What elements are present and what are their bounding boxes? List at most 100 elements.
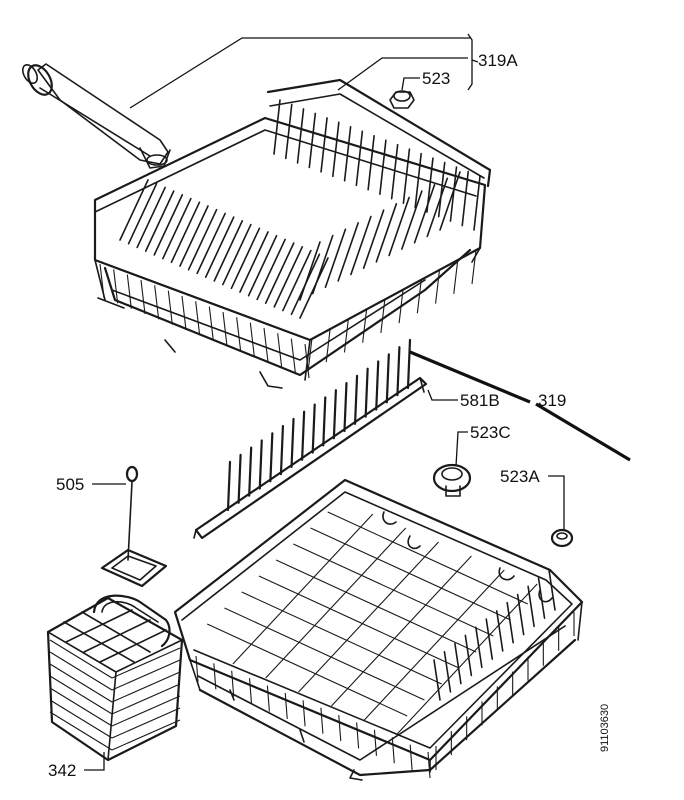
upper-tine-wire <box>375 203 398 263</box>
leader-lines <box>84 33 631 771</box>
basket-rib <box>49 711 113 751</box>
upper-side-wire <box>307 337 313 373</box>
upper-side-wire <box>416 279 422 314</box>
lower-tine <box>454 642 462 685</box>
lower-tine <box>506 601 514 644</box>
lower-side-wire <box>266 685 270 712</box>
lower-basket-cross-wires <box>206 511 538 735</box>
lower-side-wire <box>320 707 324 734</box>
upper-rear-tine <box>308 112 317 169</box>
upper-tine-wire <box>222 223 252 286</box>
lower-cross-wire <box>298 541 439 693</box>
upper-tine-wire <box>170 201 201 264</box>
upper-tine-wire <box>196 212 226 275</box>
basket-rib <box>111 707 181 739</box>
upper-side-wire <box>471 249 477 285</box>
upper-side-wire <box>343 318 349 353</box>
upper-side-wire <box>99 263 105 299</box>
upper-basket <box>93 78 492 389</box>
wheel-523c-part <box>432 463 472 497</box>
upper-side-wire <box>453 259 459 294</box>
upper-rear-tine <box>332 121 340 178</box>
cutlery-basket-342-part <box>46 594 184 762</box>
upper-rear-tine <box>343 126 352 182</box>
upper-rear-tine <box>437 161 446 218</box>
upper-tine-wire <box>273 246 304 308</box>
upper-rear-tine <box>296 108 305 164</box>
rack-tine <box>301 410 306 461</box>
basket-rib <box>49 687 113 727</box>
lower-tine <box>475 626 483 669</box>
upper-side-wire <box>263 327 269 363</box>
upper-side-wire <box>362 308 368 343</box>
lower-cross-wire <box>241 591 442 685</box>
basket-rib <box>111 671 181 703</box>
upper-tine-wire <box>350 215 372 276</box>
upper-rear-tine <box>273 99 281 155</box>
basket-rib <box>111 683 181 715</box>
rack-tine <box>406 338 412 390</box>
lower-side-wire <box>391 737 395 764</box>
plate-rack-tines <box>226 338 412 512</box>
rack-tine <box>385 353 390 404</box>
rack-tine <box>353 374 359 425</box>
upper-tine-wire <box>299 241 321 301</box>
upper-tine-wire <box>362 209 385 269</box>
upper-rear-tine <box>414 152 422 209</box>
upper-side-wire <box>325 328 331 363</box>
upper-side-wire <box>380 298 386 333</box>
upper-tine-wire <box>388 196 410 257</box>
upper-side-wire <box>222 311 228 347</box>
rack-tine <box>269 432 274 483</box>
lower-tine <box>527 585 535 628</box>
rack-tine <box>343 381 348 433</box>
spray-arm-part <box>21 63 171 169</box>
lower-side-wire <box>284 692 288 719</box>
lower-side-wire <box>409 744 413 771</box>
upper-side-wire <box>277 333 283 368</box>
lower-cross-wire <box>224 607 425 701</box>
rack-tine <box>375 360 380 411</box>
wheel-523-part <box>389 90 415 109</box>
lower-side-wire <box>213 663 217 690</box>
upper-rear-tine <box>473 175 481 231</box>
upper-tine-wire <box>162 197 192 260</box>
lower-tine <box>485 618 494 660</box>
lower-cross-wire <box>363 569 505 721</box>
lower-basket-side-wires <box>195 612 575 779</box>
basket-rib <box>49 639 113 679</box>
cutlery-clip-505-part <box>100 465 168 588</box>
upper-basket-rear-tines <box>273 99 481 231</box>
basket-rib <box>49 663 113 703</box>
upper-tine-wire <box>264 242 295 304</box>
rack-tine <box>332 389 337 440</box>
upper-rear-tine <box>320 117 328 173</box>
lower-side-wire <box>302 700 306 727</box>
upper-rear-tine <box>449 166 458 222</box>
upper-tine-wire <box>247 234 278 297</box>
lower-tine <box>537 577 546 619</box>
lower-cross-wire <box>265 527 407 679</box>
upper-rear-tine <box>284 103 293 160</box>
rack-tine <box>364 367 369 418</box>
lower-side-wire <box>338 715 342 742</box>
upper-side-wire <box>304 343 310 379</box>
upper-side-wire <box>435 269 441 304</box>
upper-side-wire <box>195 301 201 336</box>
upper-tine-wire <box>179 205 209 267</box>
drawing-number: 91103630 <box>599 704 611 752</box>
basket-rib <box>49 651 113 691</box>
lower-tine <box>516 593 525 636</box>
upper-side-wire <box>208 306 214 341</box>
upper-tine-wire <box>204 216 235 278</box>
rack-tine <box>226 460 232 512</box>
lower-cross-wire <box>310 527 511 621</box>
lower-tine <box>464 634 473 677</box>
upper-tine-wire <box>401 190 423 250</box>
lower-basket <box>173 478 584 781</box>
upper-tine-wire <box>282 249 312 312</box>
upper-tine-wire <box>127 182 158 245</box>
rack-tine <box>248 446 253 497</box>
part-labels: 319A 523 319 581B 523C 523A 505 342 9110… <box>48 51 611 780</box>
